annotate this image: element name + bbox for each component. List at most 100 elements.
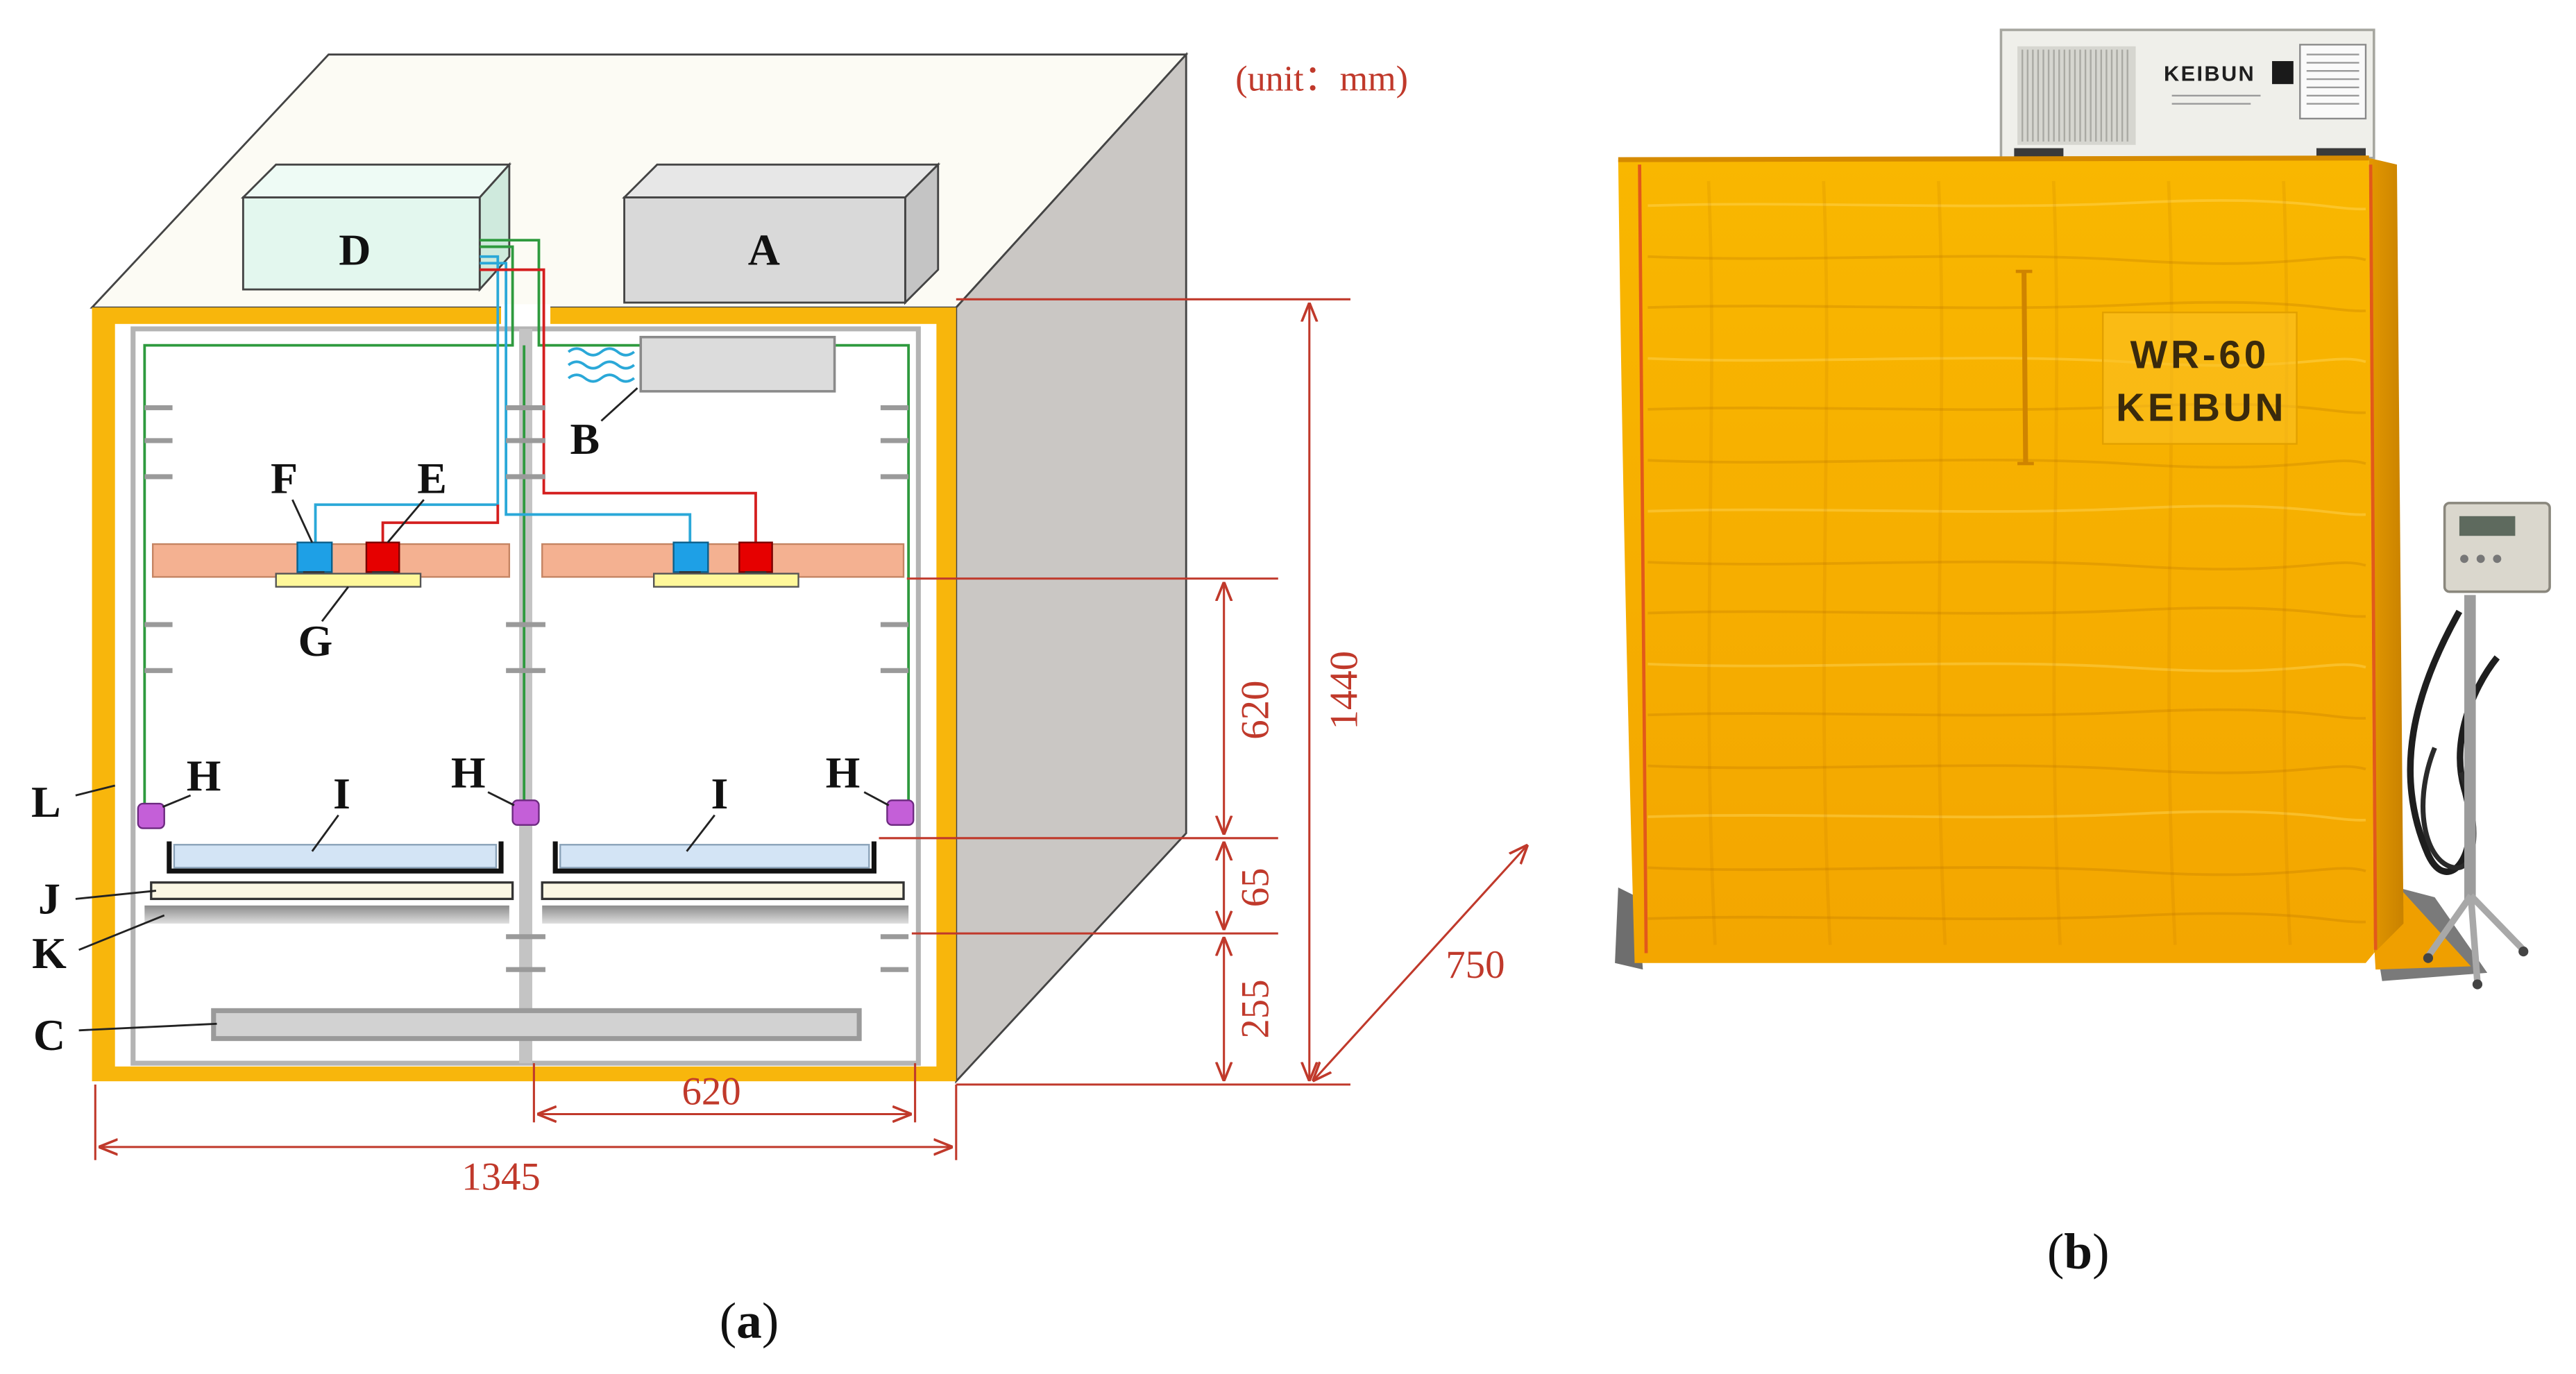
caption-b-close: ) <box>2092 1223 2109 1280</box>
label-K: K <box>32 928 67 978</box>
stand-pole <box>2464 595 2476 901</box>
label-B: B <box>570 414 600 464</box>
airflow-waves <box>567 347 635 383</box>
controller-stand <box>2407 502 2551 990</box>
controller-button <box>2460 554 2468 563</box>
tent-wrinkle <box>1647 607 2366 618</box>
shelf-K-right <box>542 905 909 924</box>
leader-K <box>78 914 165 951</box>
machine-grille <box>2017 46 2136 145</box>
tent-zipper-slit <box>2022 271 2028 464</box>
dimension-lines <box>94 298 1528 1160</box>
tent-label-window <box>2102 312 2298 445</box>
tent-wrinkle <box>1647 560 2366 571</box>
box-D-top <box>240 163 512 198</box>
controller-button <box>2476 554 2485 563</box>
wire-green-left <box>143 245 514 806</box>
tent-fold <box>1822 180 1832 945</box>
label-C: C <box>33 1010 65 1060</box>
controller-button <box>2493 554 2502 563</box>
light-G-left <box>275 572 422 588</box>
tray-I-right <box>552 841 876 874</box>
tent-model-text: WR-60 <box>2130 334 2269 378</box>
wire-red-right <box>480 268 757 543</box>
label-H-center: H <box>451 747 486 797</box>
wire-green-right <box>480 239 910 802</box>
leader-B <box>600 387 638 422</box>
control-unit-D <box>240 162 512 292</box>
dim-label-overall-height: 1440 <box>1322 651 1366 730</box>
dim-label-compartment-width: 620 <box>681 1069 740 1113</box>
tray-I-right-water <box>559 844 870 869</box>
dim-depth <box>1313 845 1528 1081</box>
panel-b-photo: KEIBUN WR-60 KEIBUN <box>1615 28 2551 1280</box>
panel-a-schematic: D A B F E G L H H H I I J K C <box>31 51 1528 1348</box>
caption-a-open: ( <box>720 1292 736 1348</box>
label-I-left: I <box>333 769 350 818</box>
light-G-right <box>653 572 799 588</box>
leader-H-left <box>162 794 192 808</box>
label-D: D <box>339 226 371 275</box>
wire-cyan-right <box>480 262 692 543</box>
tent-wrinkle <box>1647 662 2366 672</box>
tent-wrinkle <box>1647 708 2366 720</box>
tray-I-left <box>167 841 504 874</box>
caption-b-letter: b <box>2064 1223 2092 1280</box>
tent-wrinkle <box>1647 912 2366 924</box>
leader-G <box>321 586 350 622</box>
tray-I-left-water <box>173 844 498 869</box>
caption-a: (a) <box>720 1292 779 1348</box>
tent-brand-text: KEIBUN <box>2116 386 2287 430</box>
tent-wrinkle <box>1647 504 2366 516</box>
controller-cable <box>2407 609 2500 875</box>
center-pipe <box>519 328 533 1064</box>
plate-J-right <box>541 881 905 901</box>
caption-b: (b) <box>2047 1223 2110 1280</box>
stand-wheel <box>2472 979 2483 990</box>
caption-a-letter: a <box>736 1292 762 1348</box>
tent-side <box>2369 158 2404 953</box>
wire-red-left <box>381 504 500 543</box>
label-H-right: H <box>826 747 861 797</box>
tent-seam-left <box>1638 164 1648 953</box>
dim-label-lower-height: 255 <box>1234 979 1278 1038</box>
box-A-top <box>622 163 941 198</box>
leader-F <box>291 499 314 543</box>
leader-J <box>75 890 157 900</box>
label-H-left: H <box>187 751 221 800</box>
evaporator-B <box>639 335 836 393</box>
tent-wrinkle <box>1647 255 2366 265</box>
sensor-E-right <box>738 541 773 573</box>
stand-leg-right <box>2468 893 2526 953</box>
stand-leg-front <box>2467 895 2481 983</box>
airflow-wave <box>567 347 635 357</box>
tent-fold <box>1937 180 1947 945</box>
leader-E <box>387 499 425 543</box>
dim-label-middle-height: 65 <box>1234 867 1278 907</box>
tent-top-edge <box>1618 155 2369 162</box>
frame-top-gap <box>501 304 551 328</box>
stand-wheel <box>2423 953 2434 963</box>
leader-H-center <box>487 791 515 806</box>
tent-fold <box>2282 180 2292 945</box>
shelf-support-ticks <box>144 405 909 972</box>
box-A-front <box>623 196 906 304</box>
stand-wheel <box>2518 947 2529 957</box>
wiring <box>143 239 910 806</box>
label-L: L <box>31 777 61 826</box>
label-I-right: I <box>711 769 728 818</box>
label-A: A <box>748 226 780 275</box>
tent-wrinkle <box>1647 866 2366 876</box>
light-shelf-right <box>541 543 905 578</box>
dim-label-depth: 750 <box>1446 943 1505 987</box>
tent-wrinkle <box>1647 810 2366 822</box>
tent-fold <box>2167 180 2177 945</box>
tent-wrinkle <box>1647 402 2366 414</box>
leader-C <box>78 1022 217 1032</box>
cooling-unit-A <box>622 162 941 305</box>
sensor-H-center <box>511 799 540 826</box>
label-G: G <box>298 616 333 665</box>
tent-seam-right <box>2369 164 2378 950</box>
leader-I-left <box>311 814 339 852</box>
dim-label-upper-height: 620 <box>1234 681 1278 740</box>
